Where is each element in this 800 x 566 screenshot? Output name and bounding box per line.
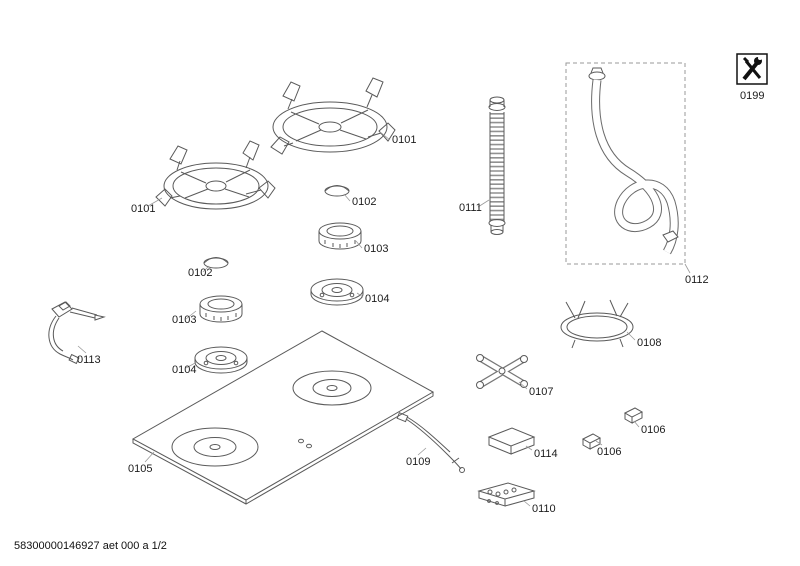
pan-support-left-drawing [155, 140, 276, 210]
clip-right-drawing [623, 407, 644, 424]
part-label-cap-left: 0102 [188, 267, 213, 279]
tools-icon [736, 53, 768, 85]
leader-lines [77, 131, 691, 507]
part-label-ring-right: 0103 [364, 243, 389, 255]
part-label-control-module: 0110 [532, 503, 556, 515]
part-label-cap-right: 0102 [352, 196, 377, 208]
part-label-igniter: 0113 [77, 354, 101, 366]
part-label-bracket: 0114 [534, 448, 558, 460]
burner-cap-right-drawing [324, 185, 350, 197]
spark-igniter-drawing [48, 301, 106, 365]
document-number: 58300000146927 aet 000 a 1/2 [14, 540, 167, 552]
part-label-clip-lower: 0106 [597, 446, 622, 458]
part-label-clip-right: 0106 [641, 424, 666, 436]
flexible-hose-drawing [488, 96, 506, 235]
part-label-base-left: 0104 [172, 364, 197, 376]
pan-support-top-drawing [270, 77, 396, 155]
part-label-trivet-top: 0101 [392, 134, 417, 146]
part-label-base-right: 0104 [365, 293, 390, 305]
burner-cap-left-drawing [203, 257, 229, 269]
part-label-gas-hose: 0111 [459, 202, 482, 214]
part-label-service-icon: 0199 [740, 90, 765, 102]
wok-ring-drawing [560, 299, 634, 349]
part-label-trivet-left: 0101 [131, 203, 156, 215]
bracket-drawing [487, 427, 536, 455]
coiled-hose-drawing [565, 62, 686, 265]
part-label-wok-ring: 0108 [637, 337, 662, 349]
cross-support-drawing [476, 354, 528, 389]
burner-ring-right-drawing [318, 222, 362, 250]
cooktop-panel-drawing [131, 330, 435, 505]
part-label-coiled-hose: 0112 [685, 274, 709, 286]
part-label-cross-support: 0107 [529, 386, 554, 398]
burner-base-right-drawing [310, 278, 364, 306]
ignition-wire-drawing [396, 412, 465, 473]
part-label-ring-left: 0103 [172, 314, 197, 326]
burner-base-left-drawing [194, 346, 248, 374]
control-module-drawing [477, 482, 536, 507]
burner-ring-left-drawing [199, 295, 243, 323]
part-label-cooktop: 0105 [128, 463, 153, 475]
part-label-ignition-wire: 0109 [406, 456, 431, 468]
